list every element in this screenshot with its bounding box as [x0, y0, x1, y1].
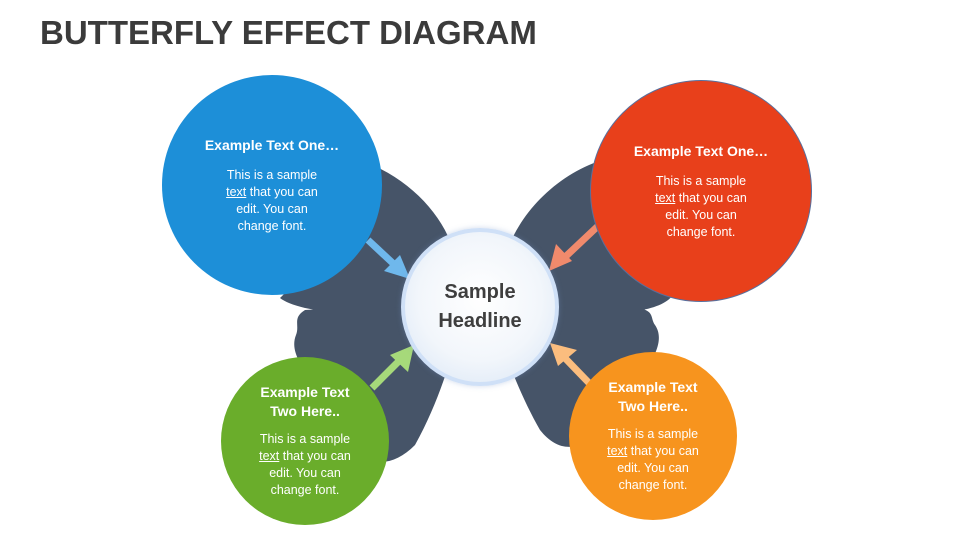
- node-title: Example Text One…: [633, 142, 769, 159]
- arrow-top-left: [365, 237, 410, 279]
- node-body: This is a sample text that you can edit.…: [655, 173, 747, 239]
- node-body: This is a sample text that you can edit.…: [226, 167, 318, 233]
- node-top-right: Example Text One… This is a sample text …: [590, 80, 812, 302]
- node-bottom-right: Example Text Two Here.. This is a sample…: [569, 352, 737, 520]
- center-headline: Sample Headline: [438, 281, 522, 332]
- node-title: Example Text One…: [204, 136, 340, 153]
- node-bottom-left: Example Text Two Here.. This is a sample…: [221, 357, 389, 525]
- node-title: Example Text Two Here..: [608, 379, 698, 414]
- node-title: Example Text Two Here..: [260, 384, 350, 419]
- center-headline-node: Sample Headline: [401, 228, 559, 386]
- arrow-top-right: [549, 223, 601, 271]
- arrow-bottom-left: [369, 345, 414, 391]
- arrow-bottom-right: [550, 343, 593, 387]
- node-body: This is a sample text that you can edit.…: [259, 432, 351, 497]
- node-body: This is a sample text that you can edit.…: [607, 427, 699, 492]
- page-title: BUTTERFLY EFFECT DIAGRAM: [40, 14, 537, 51]
- node-top-left: Example Text One… This is a sample text …: [162, 75, 382, 295]
